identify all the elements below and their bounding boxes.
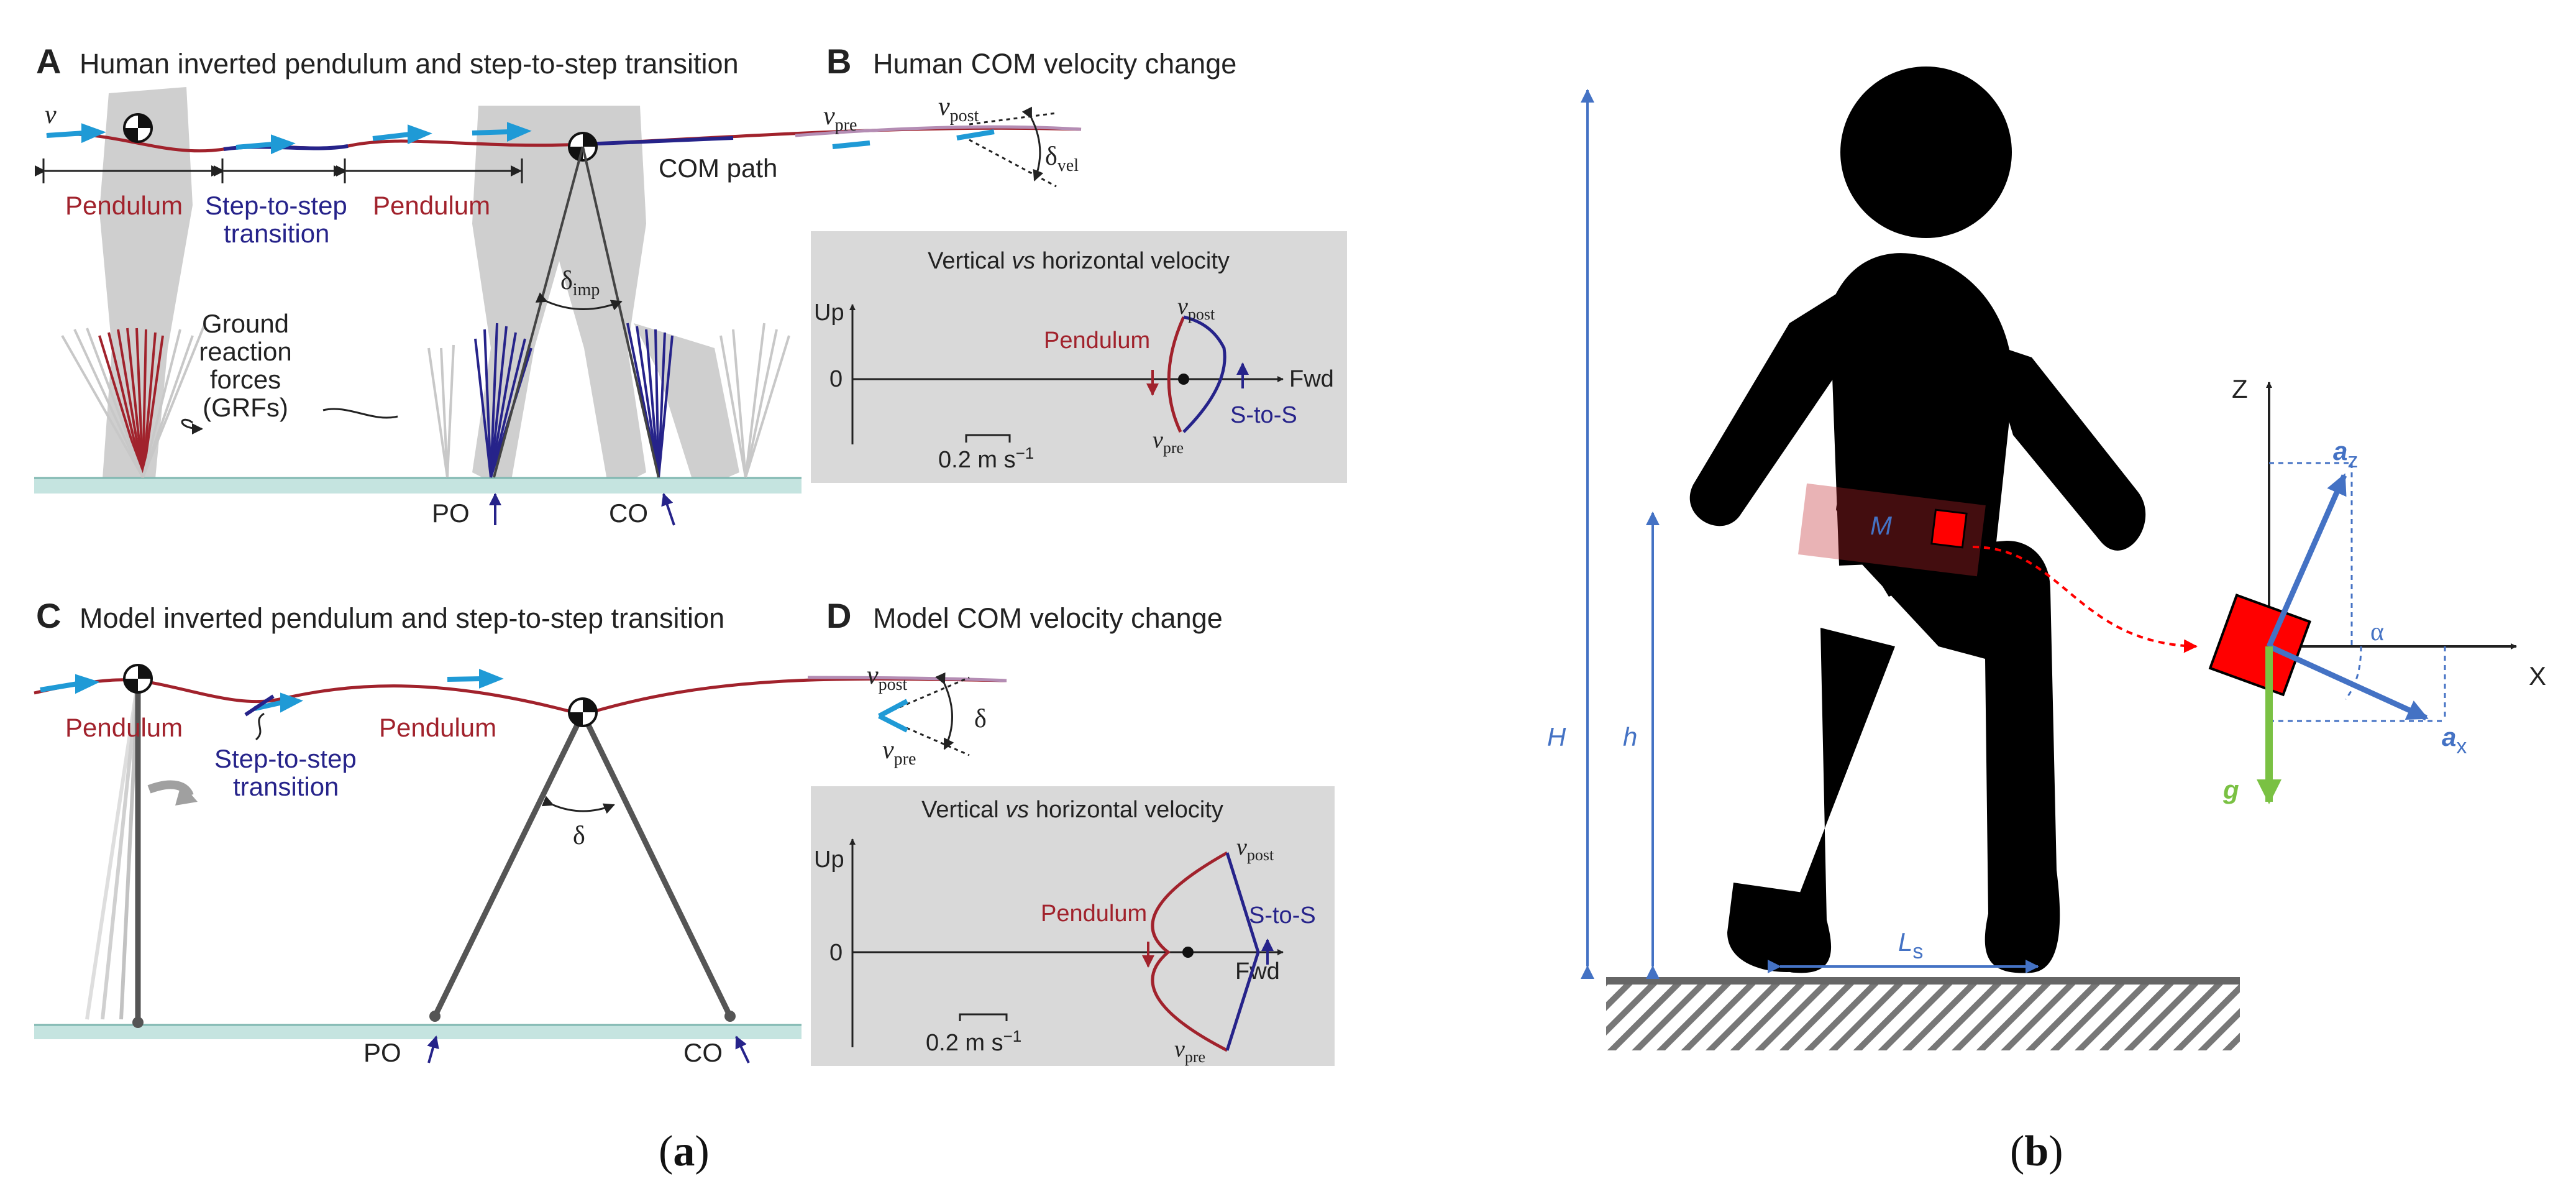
- com-marker-A1: [123, 113, 153, 143]
- grf-label-3: forces: [210, 365, 281, 394]
- po-label-A: PO: [432, 498, 470, 528]
- panel-title-B: Human COM velocity change: [873, 48, 1236, 80]
- delta-vel-B: δvel: [1045, 142, 1079, 175]
- inset-up-D: Up: [814, 847, 844, 873]
- v-post-B: vpost: [938, 93, 979, 126]
- panel-title-C: Model inverted pendulum and step-to-step…: [80, 602, 724, 634]
- caption-b: (b): [2010, 1127, 2063, 1175]
- z-axis-label: Z: [2232, 374, 2248, 403]
- inset-zero-D: 0: [829, 940, 843, 966]
- inset-s-to-s-D: S-to-S: [1249, 902, 1316, 929]
- inset-fwd-D: Fwd: [1235, 958, 1280, 985]
- pendulum-label-A1: Pendulum: [65, 191, 183, 220]
- inset-pendulum-D: Pendulum: [1041, 901, 1147, 927]
- inset-title-D: Vertical vs horizontal velocity: [921, 797, 1223, 823]
- grf-label-4: (GRFs): [203, 393, 288, 422]
- inset-scale-B: 0.2 m s−1: [938, 444, 1034, 473]
- inset-s-to-s-B: S-to-S: [1230, 402, 1297, 428]
- ax-vector: [2268, 643, 2429, 721]
- x-axis-label: X: [2529, 661, 2546, 691]
- sensor-belt: [1798, 483, 1986, 577]
- co-label-A: CO: [609, 498, 648, 528]
- grf-fan-co: [626, 323, 674, 478]
- delta-C: δ: [573, 822, 585, 850]
- v-post-D: vpost: [867, 661, 908, 694]
- step-label-C2: transition: [233, 772, 339, 801]
- grf-fan-po: [474, 323, 532, 478]
- v-pre-D: vpre: [882, 736, 916, 769]
- caption-a: (a): [659, 1127, 710, 1175]
- sensor-box: [2208, 593, 2311, 697]
- inset-D: [811, 786, 1335, 1066]
- step-label-A2: transition: [224, 219, 329, 248]
- grf-label-1: Ground: [202, 309, 289, 338]
- human-leg-silhouettes: [99, 87, 739, 491]
- grf-fan-left: [98, 328, 164, 478]
- inset-up-B: Up: [814, 300, 844, 326]
- grf-label-2: reaction: [199, 337, 291, 366]
- inset-scale-D: 0.2 m s−1: [926, 1027, 1021, 1056]
- inset-vpre-D: vpre: [1174, 1036, 1205, 1066]
- ground-C: [34, 1024, 802, 1039]
- panel-title-D: Model COM velocity change: [873, 602, 1223, 634]
- panel-b-walker: M H h Ls Z X az ax α g: [1547, 67, 2546, 1050]
- sensor-link-arrow: [1972, 546, 2198, 653]
- ground-hatch: [1606, 977, 2240, 1050]
- pendulum-label-C1: Pendulum: [65, 713, 183, 742]
- mass-label-M: M: [1870, 511, 1892, 540]
- panel-letter-B: B: [826, 42, 851, 81]
- phase-brackets-A: [35, 158, 523, 183]
- inset-vpost-B: vpost: [1177, 293, 1215, 323]
- ax-label: ax: [2442, 722, 2467, 758]
- inset-pendulum-B: Pendulum: [1044, 328, 1150, 354]
- ground-A: [34, 477, 802, 494]
- delta-D: δ: [974, 705, 987, 733]
- po-label-C: PO: [363, 1038, 401, 1067]
- panel-d-model-velocity: D Model COM velocity change vpost vpre δ…: [811, 596, 1335, 1066]
- inset-title-B: Vertical vs horizontal velocity: [928, 248, 1230, 274]
- panel-letter-D: D: [826, 596, 851, 635]
- panel-c-model: C Model inverted pendulum and step-to-st…: [34, 596, 1007, 1067]
- velocity-label-A: v: [45, 101, 57, 129]
- step-label-A1: Step-to-step: [205, 191, 347, 220]
- sensor-small: [1930, 508, 1968, 549]
- v-pre-B: vpre: [823, 102, 857, 135]
- velocity-arrows-A: [46, 122, 532, 155]
- com-marker-C2: [568, 697, 598, 727]
- step-length-label: Ls: [1898, 927, 1923, 963]
- height-H-label: H: [1547, 722, 1566, 751]
- model-leg-left: [85, 680, 198, 1028]
- inset-vpost-D: vpost: [1236, 834, 1274, 864]
- panel-title-A: Human inverted pendulum and step-to-step…: [80, 48, 739, 80]
- inset-vpre-B: vpre: [1153, 427, 1184, 457]
- panel-letter-C: C: [36, 596, 61, 635]
- velocity-arrows-C: [40, 669, 504, 713]
- angle-alpha: α: [2370, 618, 2384, 646]
- com-path-label: COM path: [659, 154, 777, 183]
- delta-imp: δimp: [560, 267, 600, 300]
- pendulum-label-C2: Pendulum: [379, 713, 496, 742]
- pendulum-label-A2: Pendulum: [373, 191, 490, 220]
- inset-B: [811, 231, 1347, 483]
- height-h-label: h: [1623, 722, 1637, 751]
- step-label-C1: Step-to-step: [214, 744, 357, 773]
- az-label: az: [2333, 436, 2358, 472]
- com-marker-C1: [123, 664, 153, 694]
- co-label-C: CO: [683, 1038, 723, 1067]
- inset-zero-B: 0: [829, 366, 843, 392]
- az-vector: [2266, 473, 2347, 648]
- inset-fwd-B: Fwd: [1289, 366, 1334, 392]
- panel-b-human-velocity: B Human COM velocity change vpre vpost δ…: [811, 42, 1347, 483]
- walker-silhouette: [1689, 67, 2146, 973]
- com-path-C: [34, 677, 1007, 717]
- gravity-label: g: [2222, 775, 2239, 804]
- panel-a-human: A Human inverted pendulum and step-to-st…: [34, 42, 1082, 528]
- panel-letter-A: A: [36, 42, 61, 81]
